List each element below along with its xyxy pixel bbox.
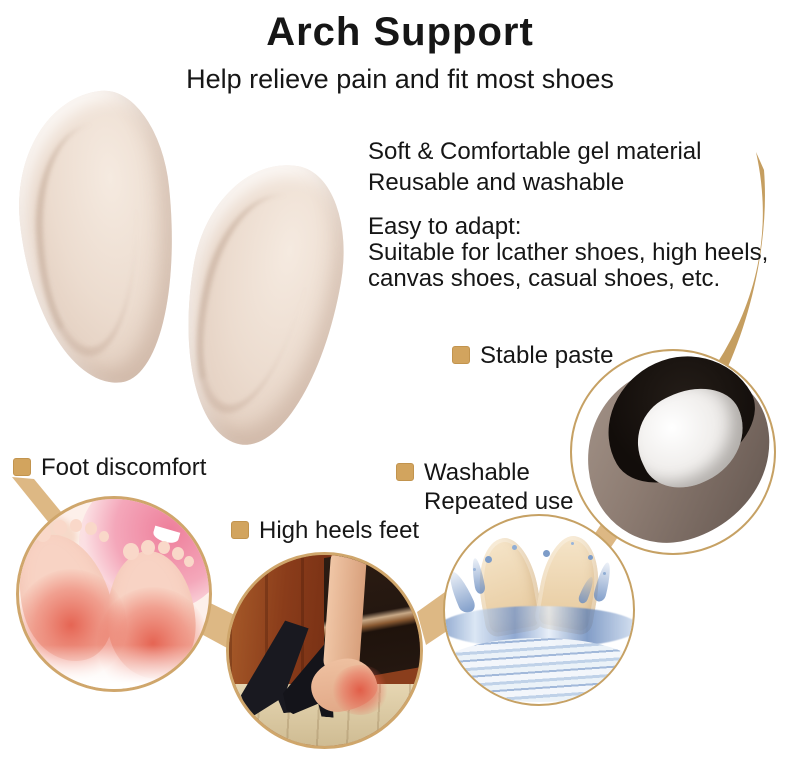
gold-swoosh <box>695 152 765 407</box>
square-bullet-icon <box>452 346 470 364</box>
pain-highlight <box>331 665 389 715</box>
photo-fade <box>19 645 209 689</box>
callout-label: Stable paste <box>480 342 614 369</box>
high-heels-photo <box>226 552 423 749</box>
square-bullet-icon <box>231 521 249 539</box>
callout-label: Washable Repeated use <box>424 458 573 516</box>
feature-soft: Soft & Comfortable gel material <box>368 138 702 165</box>
callout-washable: Washable Repeated use <box>396 458 573 516</box>
foot-pain-photo <box>16 496 212 692</box>
callout-label-line2: Repeated use <box>424 488 574 515</box>
toes-left <box>35 525 51 542</box>
feature-reusable: Reusable and washable <box>368 169 625 196</box>
callout-label: Foot discomfort <box>41 454 207 481</box>
feature-adapt-line2: canvas shoes, casual shoes, etc. <box>368 265 721 292</box>
callout-label: High heels feet <box>259 517 420 544</box>
callout-foot-discomfort: Foot discomfort <box>13 453 206 482</box>
shoe-with-pad-photo <box>570 349 776 555</box>
callout-label-line1: Washable <box>424 459 530 486</box>
callout-high-heels-feet: High heels feet <box>231 516 419 545</box>
feature-text: Soft & Comfortable gel material Reusable… <box>368 136 768 292</box>
callout-stable-paste: Stable paste <box>452 341 613 370</box>
square-bullet-icon <box>13 458 31 476</box>
water-droplets <box>485 556 492 563</box>
feature-adapt-line1: Suitable for lcather shoes, high heels, <box>368 239 769 266</box>
page-title: Arch Support <box>266 10 534 54</box>
feature-adapt-title: Easy to adapt: <box>368 213 522 240</box>
header: Arch Support Help relieve pain and fit m… <box>0 10 800 95</box>
connector-foot-discomfort <box>12 477 62 523</box>
square-bullet-icon <box>396 463 414 481</box>
water-surface <box>445 638 633 702</box>
washing-photo <box>443 514 635 706</box>
toes-right <box>123 543 139 560</box>
page-subtitle: Help relieve pain and fit most shoes <box>186 64 614 94</box>
